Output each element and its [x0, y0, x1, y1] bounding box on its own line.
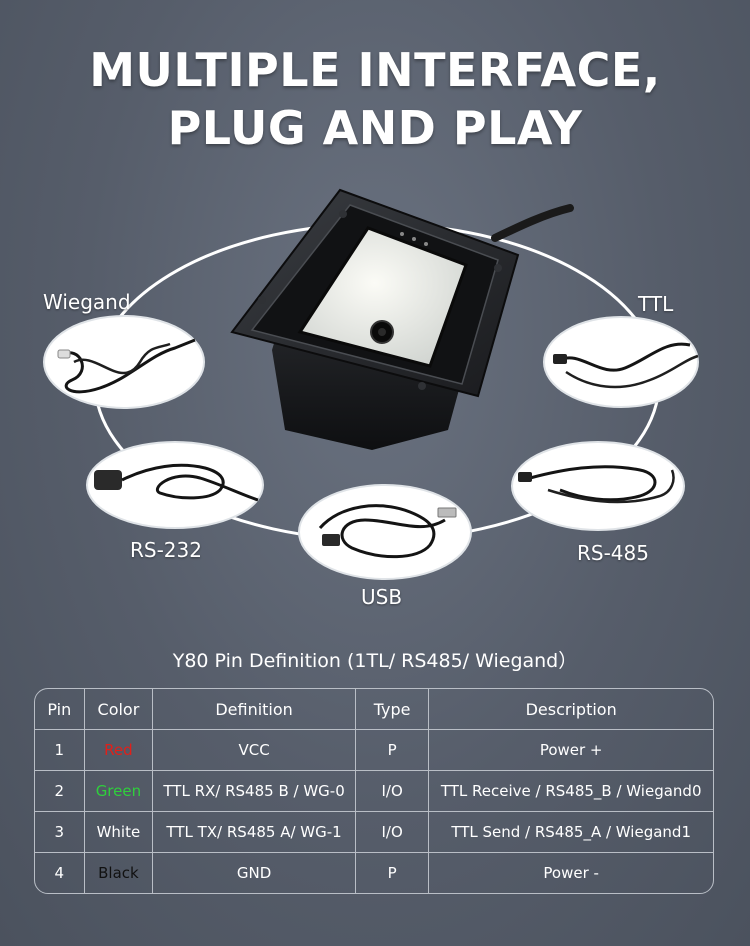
cell-color: Red: [84, 730, 154, 771]
pin-definition-title: Y80 Pin Definition (1TL/ RS485/ Wiegand）: [172, 650, 578, 672]
cell-definition: TTL TX/ RS485 A/ WG-1: [153, 812, 356, 853]
cell-color: Black: [85, 853, 154, 893]
table-row: 2 Green TTL RX/ RS485 B / WG-0 I/O TTL R…: [35, 771, 713, 812]
headline-line-1: MULTIPLE INTERFACE,: [89, 43, 661, 97]
interface-label-ttl: TTL: [638, 292, 674, 316]
cell-type: P: [355, 730, 430, 771]
header-pin: Pin: [35, 689, 85, 730]
table-row: 1 Red VCC P Power +: [35, 730, 713, 771]
scanner-device: [230, 188, 574, 450]
cell-color: Green: [84, 771, 154, 812]
ttl-cable-image: [543, 316, 699, 408]
cell-definition: TTL RX/ RS485 B / WG-0: [153, 771, 356, 812]
pin-definition-table: Pin Color Definition Type Description 1 …: [34, 688, 714, 894]
rs485-cable-image: [511, 441, 685, 531]
cell-definition: VCC: [153, 730, 356, 771]
table-header-row: Pin Color Definition Type Description: [35, 689, 713, 730]
cell-pin: 4: [35, 853, 85, 893]
header-type: Type: [355, 689, 430, 730]
interface-label-rs232: RS-232: [130, 538, 202, 562]
cell-pin: 3: [35, 812, 85, 853]
cell-type: P: [356, 853, 430, 893]
cell-color: White: [84, 812, 154, 853]
header-description: Description: [429, 689, 713, 730]
interface-label-rs485: RS-485: [577, 541, 649, 565]
product-illustration: [43, 188, 699, 580]
cell-description: TTL Send / RS485_A / Wiegand1: [429, 812, 713, 853]
cell-pin: 2: [35, 771, 85, 812]
wiegand-cable-image: [43, 315, 205, 409]
interface-label-usb: USB: [361, 585, 403, 609]
interface-label-wiegand: Wiegand: [43, 290, 131, 314]
cell-type: I/O: [355, 771, 430, 812]
usb-cable-image: [298, 484, 472, 580]
header-color: Color: [84, 689, 154, 730]
table-row: 3 White TTL TX/ RS485 A/ WG-1 I/O TTL Se…: [35, 812, 713, 853]
header-definition: Definition: [153, 689, 356, 730]
table-row: 4 Black GND P Power -: [35, 853, 713, 893]
cell-type: I/O: [355, 812, 430, 853]
headline-line-2: PLUG AND PLAY: [167, 101, 583, 155]
rs232-cable-image: [86, 441, 264, 529]
cell-pin: 1: [35, 730, 85, 771]
cell-definition: GND: [153, 853, 356, 893]
cell-description: TTL Receive / RS485_B / Wiegand0: [429, 771, 713, 812]
cell-description: Power +: [429, 730, 713, 771]
cell-description: Power -: [543, 864, 599, 882]
